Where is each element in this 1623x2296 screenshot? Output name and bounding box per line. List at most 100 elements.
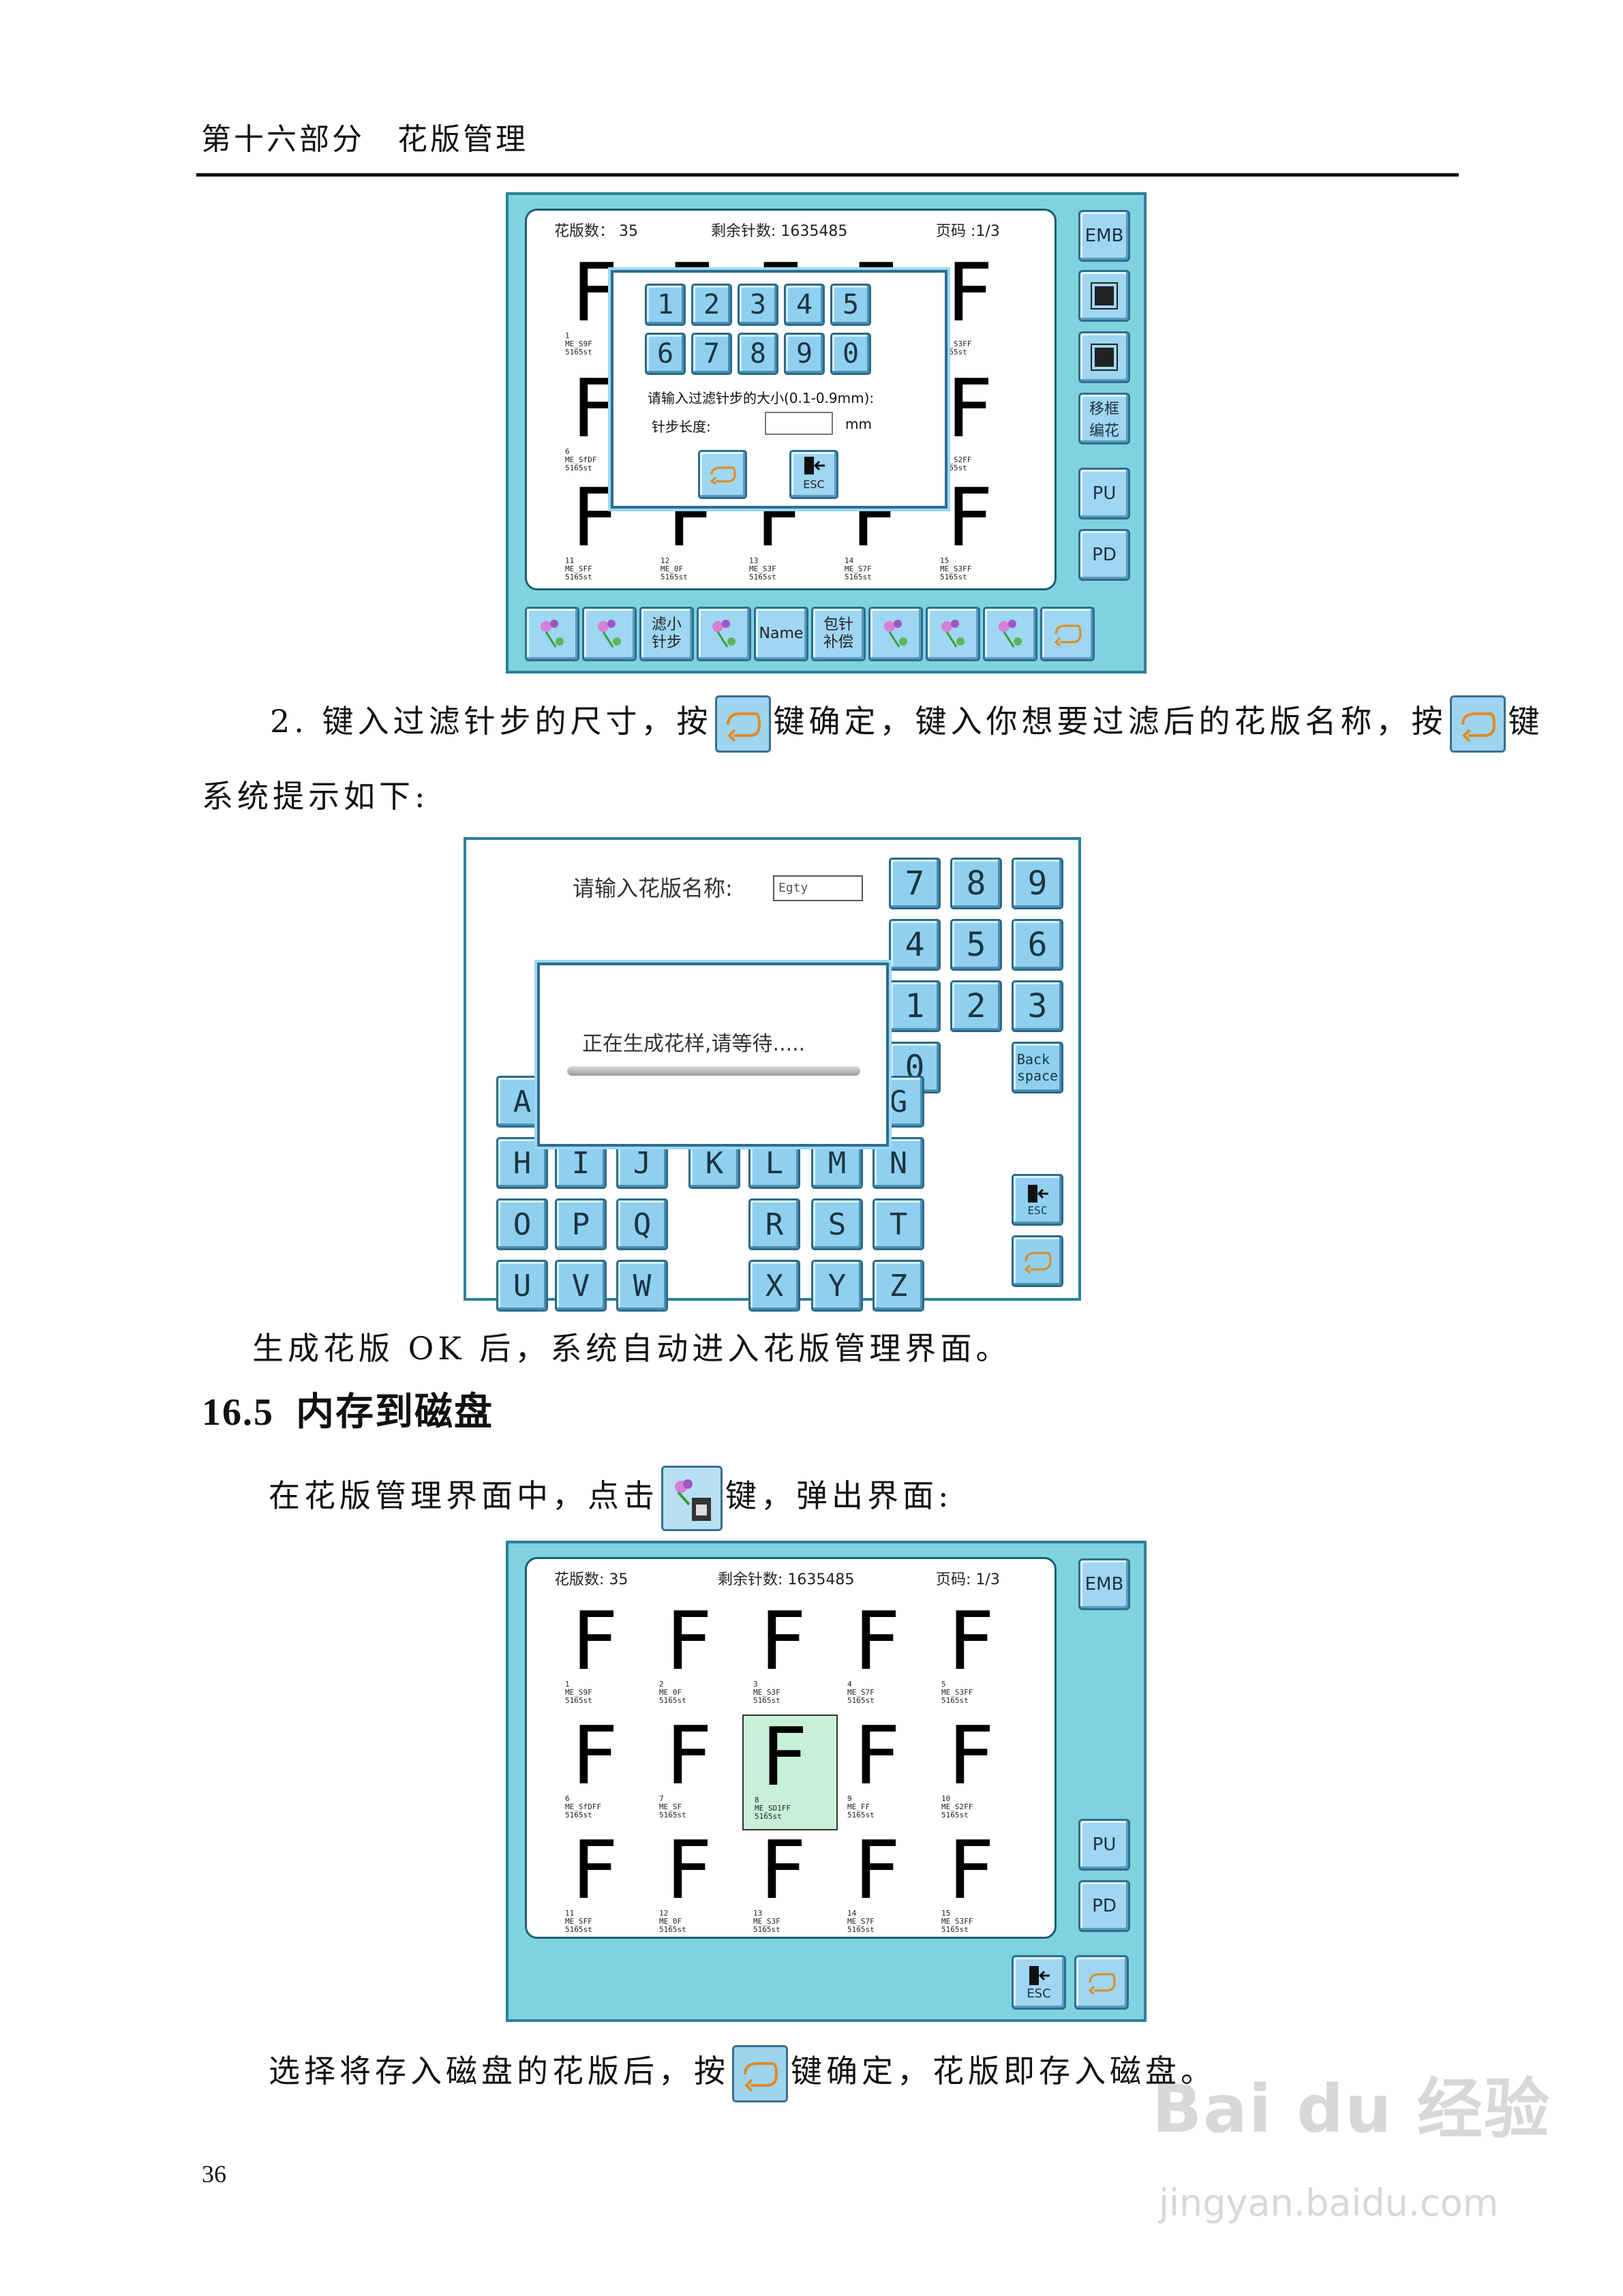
return-arrow-icon — [1054, 624, 1082, 646]
pattern-name-input[interactable]: Egty — [773, 875, 863, 901]
letter-key-Z[interactable]: Z — [873, 1260, 924, 1312]
page-up-button[interactable]: PU — [1078, 1819, 1130, 1871]
pattern-thumbnail: F — [572, 1823, 618, 1917]
digit-key-3[interactable]: 3 — [738, 284, 778, 326]
step-length-input[interactable] — [765, 412, 833, 435]
backspace-key[interactable]: Back space — [1012, 1042, 1063, 1093]
digit-key-6[interactable]: 6 — [645, 333, 686, 375]
pattern-caption: 1 ME_S9F 5165st — [565, 1680, 592, 1705]
page-down-button[interactable]: PD — [1078, 1880, 1130, 1932]
pattern-caption: 3 ME_S3F 5165st — [753, 1680, 780, 1705]
letter-key-Y[interactable]: Y — [811, 1260, 863, 1312]
esc-button[interactable]: ESC — [1012, 1174, 1063, 1226]
letter-key-Q[interactable]: Q — [616, 1198, 668, 1250]
number-key-2[interactable]: 2 — [950, 980, 1002, 1032]
compensation-button[interactable]: 包针 补偿 — [811, 607, 866, 661]
number-key-5[interactable]: 5 — [950, 919, 1002, 971]
digit-key-5[interactable]: 5 — [830, 284, 871, 326]
usb-button[interactable] — [1078, 331, 1130, 383]
number-key-4[interactable]: 4 — [889, 919, 941, 971]
copy-pattern-button[interactable] — [582, 607, 637, 661]
pattern-tile[interactable]: F5 ME_S3FF 5165st — [929, 252, 1025, 367]
page-down-button[interactable]: PD — [1078, 529, 1130, 581]
pattern-caption: 9 ME_FF 5165st — [847, 1794, 875, 1819]
digit-key-4[interactable]: 4 — [784, 284, 825, 326]
rename-button[interactable]: Name — [754, 607, 808, 661]
emb-button[interactable]: EMB — [1078, 210, 1130, 262]
emb-button[interactable]: EMB — [1078, 1558, 1130, 1610]
delete-button[interactable] — [926, 607, 980, 661]
remaining-stitches: 剩余针数: 1635485 — [718, 1571, 855, 1588]
digit-key-8[interactable]: 8 — [738, 333, 778, 375]
number-key-8[interactable]: 8 — [950, 858, 1002, 909]
pattern-thumbnail: F — [948, 1708, 995, 1802]
number-key-6[interactable]: 6 — [1012, 919, 1063, 971]
digit-key-0[interactable]: 0 — [830, 333, 871, 375]
disk-import-button[interactable] — [983, 607, 1037, 661]
flower-icon — [598, 620, 621, 648]
number-key-7[interactable]: 7 — [889, 858, 941, 909]
letter-key-U[interactable]: U — [496, 1260, 548, 1312]
esc-button[interactable]: ESC — [1012, 1955, 1066, 2010]
letter-key-X[interactable]: X — [748, 1260, 800, 1312]
digit-key-2[interactable]: 2 — [691, 284, 732, 326]
digit-key-7[interactable]: 7 — [691, 333, 732, 375]
pattern-tile[interactable]: F10 ME_S2FF 5165st — [929, 367, 1025, 483]
letter-key-W[interactable]: W — [616, 1260, 668, 1312]
pattern-thumbnail: F — [854, 1823, 900, 1917]
pattern-thumbnail: F — [947, 361, 993, 455]
letter-key-S[interactable]: S — [811, 1198, 863, 1250]
letter-key-H[interactable]: H — [496, 1137, 548, 1189]
pattern-thumbnail: F — [760, 1823, 806, 1917]
letter-key-P[interactable]: P — [555, 1198, 607, 1250]
esc-button[interactable]: ESC — [789, 450, 838, 499]
confirm-key-icon — [714, 695, 771, 753]
number-key-9[interactable]: 9 — [1012, 858, 1063, 909]
letter-key-V[interactable]: V — [555, 1260, 607, 1312]
pattern-caption: 11 ME_SFF 5165st — [565, 556, 592, 581]
return-button[interactable] — [1040, 607, 1095, 661]
page-up-button[interactable]: PU — [1078, 468, 1130, 519]
pattern-caption: 14 ME_S7F 5165st — [845, 556, 872, 581]
letter-key-O[interactable]: O — [496, 1198, 548, 1250]
select-pattern-button[interactable] — [525, 607, 579, 661]
number-key-1[interactable]: 1 — [889, 980, 941, 1032]
digit-key-9[interactable]: 9 — [784, 333, 825, 375]
save-button[interactable] — [1078, 270, 1130, 322]
number-key-3[interactable]: 3 — [1012, 980, 1063, 1032]
usb-transfer-button[interactable] — [868, 607, 923, 661]
move-frame-button[interactable]: 移框 编花 — [1078, 393, 1130, 444]
memory-to-disk-button[interactable] — [697, 607, 751, 661]
step-length-label: 针步长度: — [652, 419, 711, 435]
letter-key-T[interactable]: T — [873, 1198, 924, 1250]
remaining-stitches: 剩余针数: 1635485 — [711, 223, 848, 240]
exit-door-icon — [804, 457, 825, 474]
filter-small-stitch-button[interactable]: 滤小 针步 — [639, 607, 694, 661]
instruction-paragraph-2: 2. 键入过滤针步的尺寸，按键确定，键入你想要过滤后的花版名称，按键 — [270, 695, 1544, 753]
confirm-button[interactable] — [698, 450, 747, 499]
confirm-button[interactable] — [1012, 1235, 1063, 1287]
digit-key-1[interactable]: 1 — [645, 284, 686, 326]
letter-key-R[interactable]: R — [748, 1198, 800, 1250]
confirm-button[interactable] — [1074, 1955, 1129, 2010]
